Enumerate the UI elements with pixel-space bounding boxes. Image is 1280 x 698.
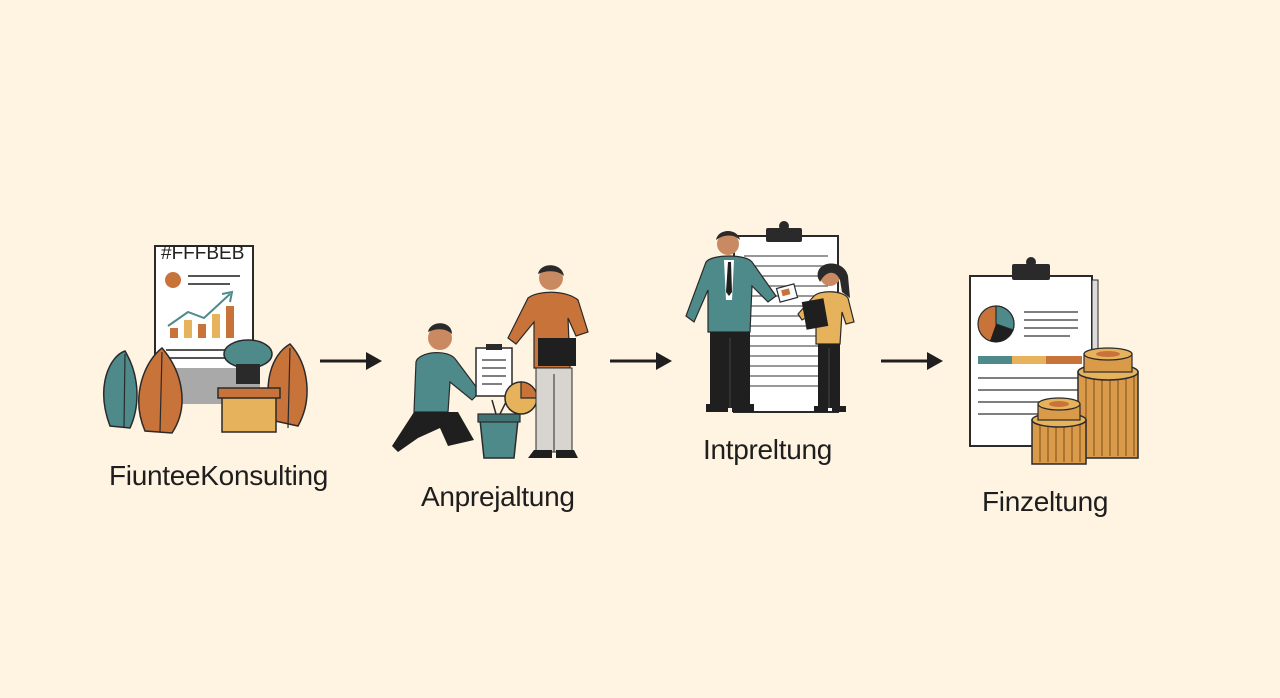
two-people-planting-icon: [392, 265, 589, 459]
arrow-right-icon: [320, 352, 382, 370]
document-header-text: #FFFBEB: [161, 243, 245, 264]
stage-label: Intpreltung: [703, 434, 833, 465]
stage-label: Finzeltung: [982, 486, 1109, 517]
report-coins-icon: [969, 257, 1139, 465]
report-chart-plants-icon: [103, 245, 308, 434]
arrow-right-icon: [610, 352, 672, 370]
arrow-right-icon: [881, 352, 943, 370]
stage-label: FiunteeKonsulting: [109, 460, 329, 491]
two-people-clipboard-icon: [685, 221, 855, 413]
stage-label: Anprejaltung: [421, 481, 575, 512]
